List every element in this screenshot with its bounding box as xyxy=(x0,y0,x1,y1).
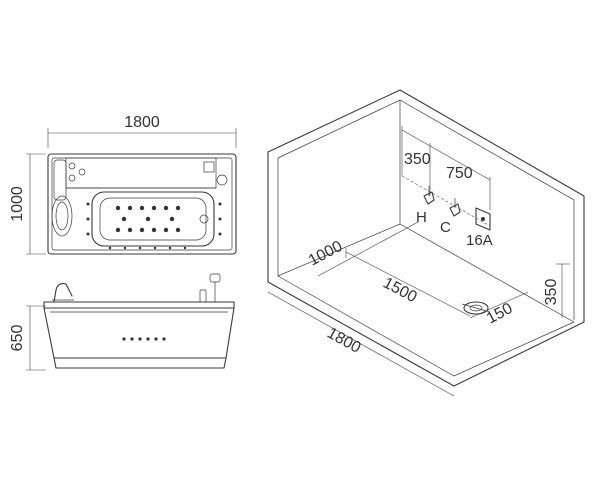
plan-control-panel xyxy=(65,157,217,189)
room-drain-distance-label: 1500 xyxy=(380,275,419,307)
room-wall-top-edges xyxy=(267,89,585,323)
side-handshower-icon xyxy=(209,273,221,283)
room-spacing-right-label: 750 xyxy=(446,165,473,182)
side-front-jets xyxy=(122,337,166,341)
side-view: 650 xyxy=(9,273,235,371)
room-floor-drain-icon xyxy=(461,301,491,315)
room-length-label: 1800 xyxy=(324,325,363,357)
plan-view: 1800 1000 xyxy=(9,114,237,255)
side-rim xyxy=(43,301,235,309)
plan-outer-rim xyxy=(47,153,237,255)
plan-drain-icon xyxy=(199,214,209,224)
room-cold-label: C xyxy=(440,219,451,236)
room-corner-lines xyxy=(277,158,575,323)
room-length-dimension: 1800 xyxy=(267,291,455,397)
plan-side-jets xyxy=(86,202,222,250)
room-spacing-dimensions: 350 750 xyxy=(401,126,491,227)
room-floor-inner-edge xyxy=(277,275,575,377)
side-height-dimension: 650 xyxy=(9,305,46,371)
plan-jet-control-icon xyxy=(68,162,76,170)
plan-depth-label: 1000 xyxy=(9,186,26,222)
room-depth-label: 1000 xyxy=(306,238,345,270)
room-socket-label: 16A xyxy=(466,232,493,249)
room-socket-icon xyxy=(475,207,491,231)
plan-handshower-icon xyxy=(216,174,228,186)
plan-width-label: 1800 xyxy=(124,114,160,131)
room-drain-offset-label: 150 xyxy=(484,300,516,328)
plan-jet-control-icon xyxy=(68,174,76,182)
plan-control-strip xyxy=(53,159,67,201)
plan-basin-floor xyxy=(99,197,207,241)
room-floor-front-edge xyxy=(453,321,585,387)
plan-width-dimension: 1800 xyxy=(47,114,237,148)
side-body xyxy=(43,307,235,359)
side-faucet-icon xyxy=(53,283,73,303)
plan-depth-dimension: 1000 xyxy=(9,153,46,255)
side-base xyxy=(53,357,227,369)
room-cold-valve-icon xyxy=(449,198,461,217)
plan-jet-control-icon xyxy=(78,168,86,176)
room-view: 350 750 H C 16A 1000 1500 1 xyxy=(267,89,585,397)
room-left-wall-edges xyxy=(267,151,455,387)
plan-basin xyxy=(91,191,215,247)
room-height-label: 350 xyxy=(543,279,560,306)
room-floor-dimensions: 1000 1500 150 350 xyxy=(306,221,570,328)
plan-jets xyxy=(115,205,209,233)
room-wall-inner-edges xyxy=(277,99,575,320)
side-valve-icon xyxy=(199,289,207,303)
plan-headrest-icon xyxy=(51,195,73,237)
room-spacing-left-label: 350 xyxy=(404,151,431,168)
room-hot-valve-icon xyxy=(423,186,435,205)
plan-faucet-icon xyxy=(203,161,215,173)
room-hot-label: H xyxy=(416,209,427,226)
side-height-label: 650 xyxy=(9,325,26,352)
